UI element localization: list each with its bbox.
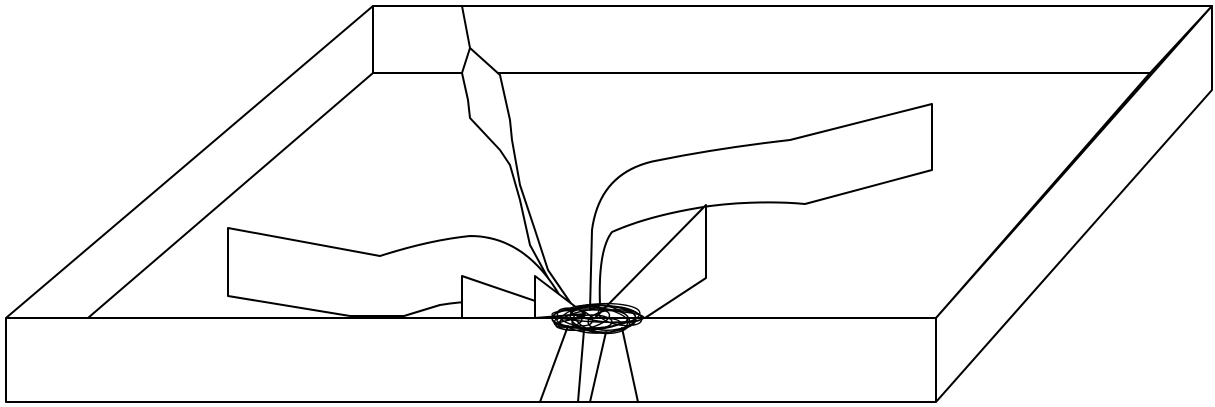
tray-front-face [6, 318, 936, 402]
